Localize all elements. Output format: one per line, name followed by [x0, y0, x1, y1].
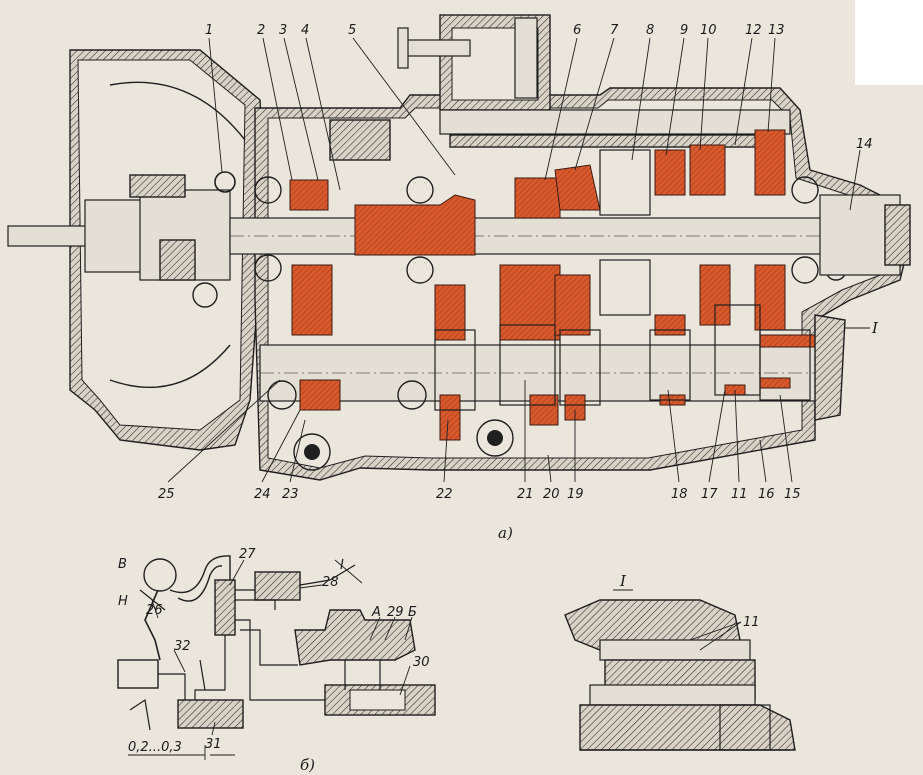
callout-18: 18 [671, 487, 688, 502]
callout-25: 25 [158, 487, 175, 502]
label-28: 28 [322, 575, 339, 590]
label-31: 31 [205, 737, 222, 752]
label-27: 27 [239, 547, 256, 562]
valve-27 [214, 579, 236, 636]
valve-31 [177, 699, 244, 729]
valve-28 [254, 571, 301, 601]
label-32: 32 [174, 639, 191, 654]
callout-12: 12 [745, 23, 762, 38]
counter-shaft-bearings [267, 380, 514, 471]
top-leaders [208, 37, 870, 329]
caption-detail-I: I [619, 572, 627, 590]
bottom-callout-labels: 25 24 23 22 21 20 19 18 17 11 16 15 [158, 487, 801, 502]
schematic-labels: В Н 26 27 28 I А 29 Б 30 32 31 0,2...0,3 [118, 547, 430, 755]
callout-10: 10 [700, 23, 717, 38]
main-shaft-bearings [254, 176, 847, 284]
callout-4: 4 [301, 23, 309, 38]
callout-5: 5 [348, 23, 356, 38]
label-v: В [118, 557, 127, 572]
callout-2: 2 [257, 23, 265, 38]
detail-callout-11: 11 [743, 615, 760, 630]
callout-3: 3 [279, 23, 287, 38]
callout-21: 21 [517, 487, 534, 502]
selector-rail [439, 109, 791, 135]
callout-13: 13 [768, 23, 785, 38]
label-30: 30 [413, 655, 430, 670]
label-n: Н [118, 594, 128, 609]
range-cylinder [294, 609, 416, 666]
caption-b: б) [300, 756, 315, 774]
callout-24: 24 [254, 487, 271, 502]
label-29: 29 [387, 605, 404, 620]
shift-rod [399, 39, 471, 57]
caption-a: а) [498, 524, 513, 542]
pressure-range: 0,2...0,3 [128, 740, 182, 755]
input-shaft [7, 225, 89, 247]
section-marker-I: I [871, 319, 879, 337]
callout-17: 17 [701, 487, 718, 502]
callout-23: 23 [282, 487, 299, 502]
main-longitudinal-section [7, 14, 911, 481]
callout-1: 1 [205, 23, 213, 38]
blank-margin [855, 0, 923, 85]
switch-32 [117, 659, 159, 689]
callout-16: 16 [758, 487, 775, 502]
callout-15: 15 [784, 487, 801, 502]
callout-7: 7 [610, 23, 619, 38]
countershaft-gears [434, 149, 811, 411]
gear-lever-knob [143, 558, 177, 592]
callout-8: 8 [646, 23, 654, 38]
callout-22: 22 [436, 487, 453, 502]
label-b: Б [408, 605, 417, 620]
label-26: 26 [146, 603, 163, 618]
label-a: А [371, 605, 381, 620]
highlighted-gears [289, 129, 821, 441]
top-callout-labels: 1 2 3 4 5 6 7 8 9 10 12 13 14 I [205, 23, 879, 337]
release-fork-pivot [214, 171, 236, 193]
callout-9: 9 [680, 23, 688, 38]
callout-6: 6 [573, 23, 581, 38]
callout-11: 11 [731, 487, 748, 502]
label-inlet: I [340, 558, 344, 573]
pneumatic-schematic [117, 555, 436, 760]
detail-view-I [564, 599, 796, 751]
callout-20: 20 [543, 487, 560, 502]
callout-19: 19 [567, 487, 584, 502]
callout-14: 14 [856, 137, 873, 152]
bottom-leaders [167, 379, 793, 483]
